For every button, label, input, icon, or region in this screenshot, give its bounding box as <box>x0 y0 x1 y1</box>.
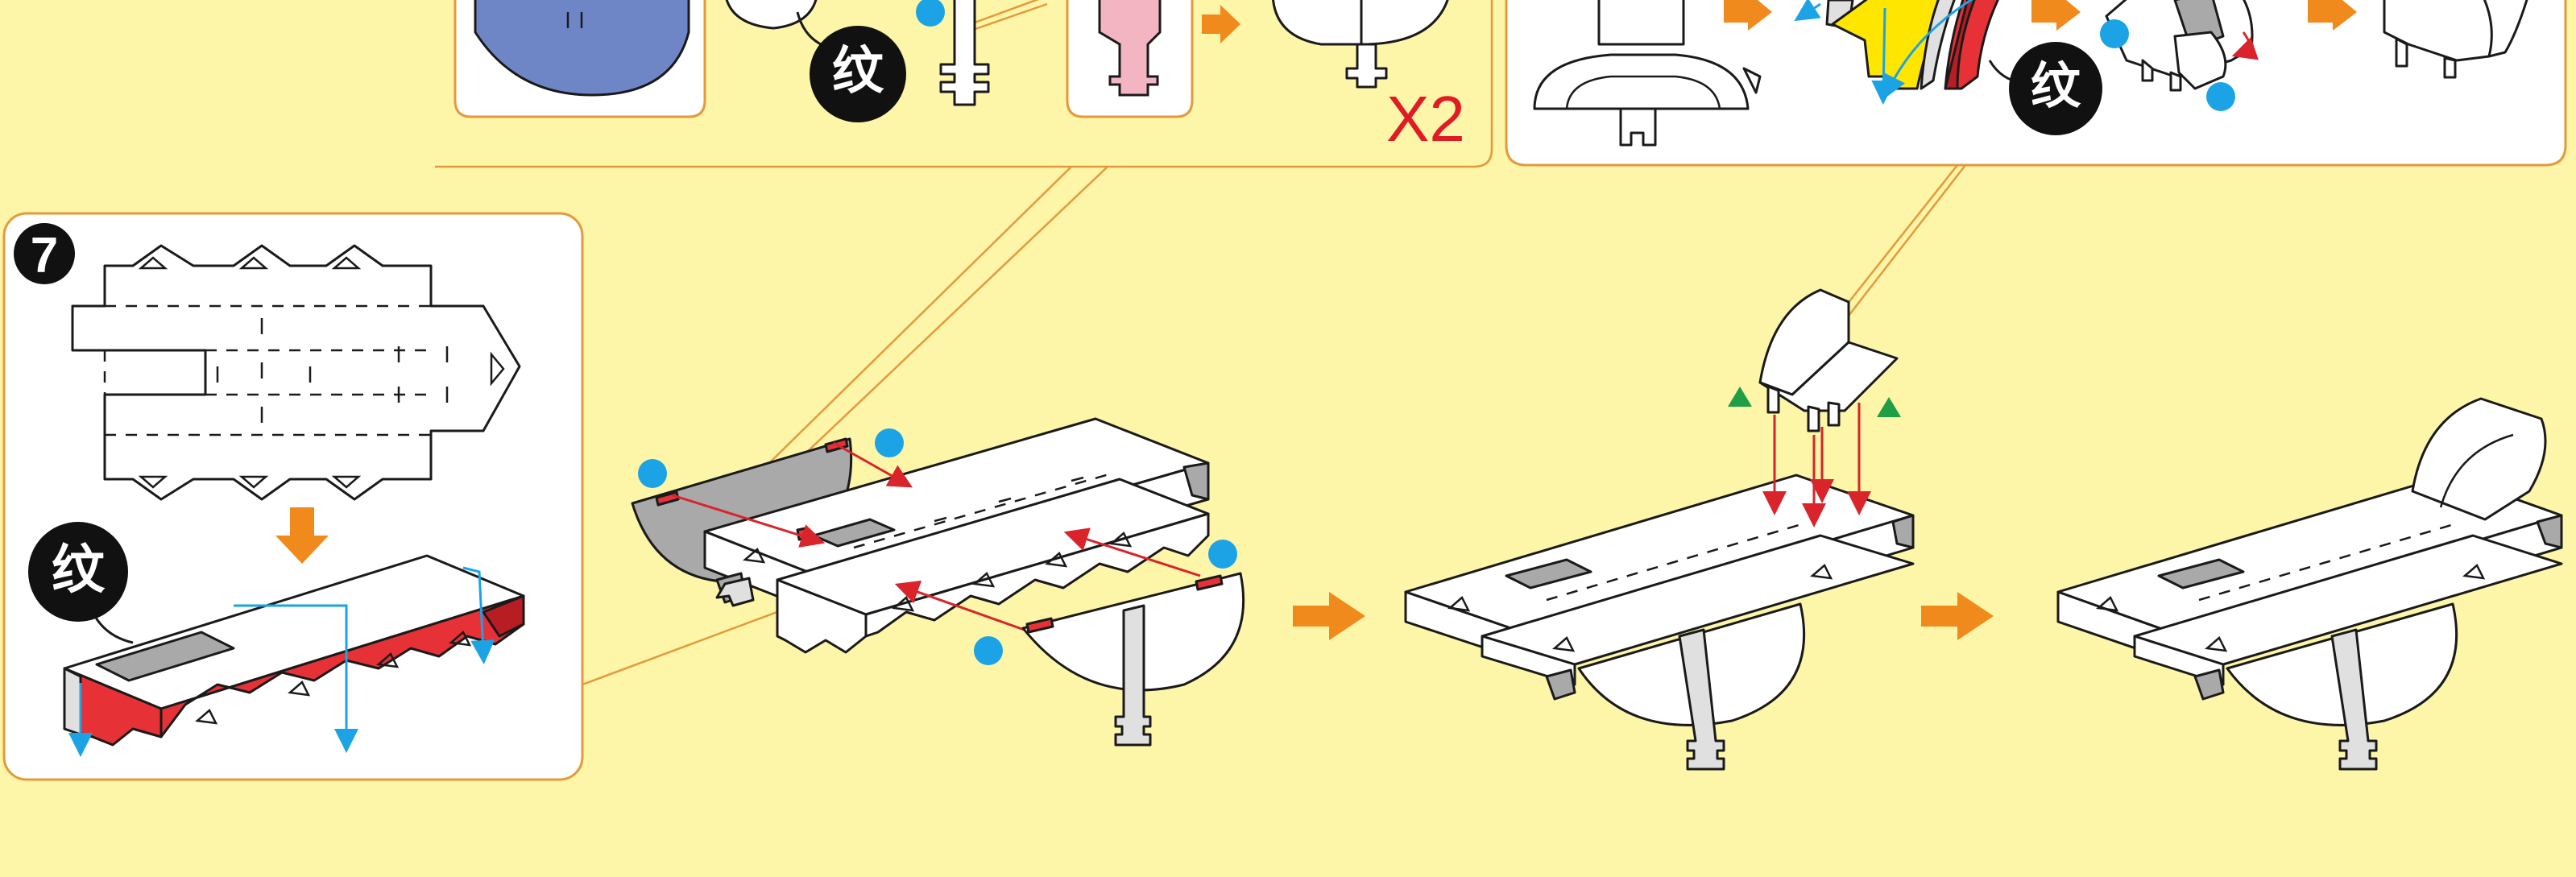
fold-arrow-icon <box>1794 0 1821 22</box>
crease-callout-label: 纹 <box>2031 59 2081 114</box>
leader-line <box>768 166 1072 464</box>
leader-line <box>1848 164 1966 316</box>
folded-red-channel <box>63 554 525 757</box>
leader-line <box>582 598 810 686</box>
fold-arrow-icon <box>1883 0 1973 100</box>
fold-arrow-icon <box>1871 7 1896 105</box>
exploded-assembly <box>631 417 1245 747</box>
attach-arrow-icon <box>2231 31 2259 60</box>
leader-line <box>789 166 1108 470</box>
multiplier-label: X2 <box>1386 83 1465 155</box>
assembled-stage-1 <box>1404 474 1915 771</box>
partial-white-piece <box>725 0 818 30</box>
orange-arrow-icon <box>1724 0 1772 31</box>
pink-part <box>1098 0 1162 97</box>
orange-arrow-icon <box>1921 592 1994 640</box>
orange-arrow-icon <box>1293 592 1365 640</box>
assembled-stage-2 <box>2056 397 2563 771</box>
stand-part <box>1678 628 1725 771</box>
attach-arrow-icon <box>1063 527 1201 577</box>
glue-dot-icon <box>638 459 667 488</box>
fold-arrow-icon <box>462 566 495 664</box>
crease-callout-label: 纹 <box>52 540 106 599</box>
blue-part <box>474 0 690 97</box>
stand-part <box>2330 628 2378 771</box>
glue-dot-icon <box>974 636 1003 665</box>
stand-part <box>1114 604 1152 747</box>
orange-arrow-icon <box>2031 0 2081 31</box>
pink-part-panel <box>1066 0 1194 118</box>
section-divider <box>435 0 1493 168</box>
dome-cap-part <box>1758 288 1899 432</box>
partially-assembled-piece <box>2105 0 2259 92</box>
top-right-panel: 纹 <box>1505 0 2567 167</box>
crease-callout-badge: 纹 <box>28 522 134 644</box>
flat-template-piece <box>1533 0 1762 147</box>
attach-arrow-icon <box>894 580 1032 634</box>
top-left-panel <box>453 0 706 118</box>
glue-dot-icon <box>2100 19 2129 48</box>
folding-colored-piece <box>1794 0 1999 105</box>
orange-arrow-icon <box>275 507 329 564</box>
assembled-top-piece <box>1272 0 1449 89</box>
glue-dot-icon <box>916 0 945 27</box>
green-triangle-icon <box>1877 397 1901 417</box>
badge-circle <box>810 26 906 122</box>
step-number-label: 7 <box>31 228 58 283</box>
finished-dome-piece <box>2383 0 2528 79</box>
glue-dot-icon <box>2206 82 2235 111</box>
flat-template <box>71 244 521 501</box>
stand-part <box>939 0 990 106</box>
glue-dot-icon <box>1208 540 1237 569</box>
attached-dome <box>2411 397 2547 521</box>
attach-arrow-icon <box>672 494 826 548</box>
step-7-panel: 7 <box>2 212 584 781</box>
green-triangle-icon <box>1728 387 1752 407</box>
crease-callout-label: 纹 <box>832 42 884 100</box>
leader-line <box>974 0 1039 24</box>
crease-callout-badge: 纹 <box>1988 42 2102 135</box>
attach-arrow-icon <box>833 441 913 488</box>
crease-callout-badge: 纹 <box>796 11 906 122</box>
orange-arrow-icon <box>2308 0 2357 31</box>
leader-line <box>1840 164 1958 313</box>
step-number-badge: 7 <box>14 223 75 284</box>
leader-line <box>970 2 1048 32</box>
orange-arrow-icon <box>1202 5 1240 43</box>
glue-dot-icon <box>875 428 904 457</box>
fold-arrow-icon <box>234 604 358 753</box>
